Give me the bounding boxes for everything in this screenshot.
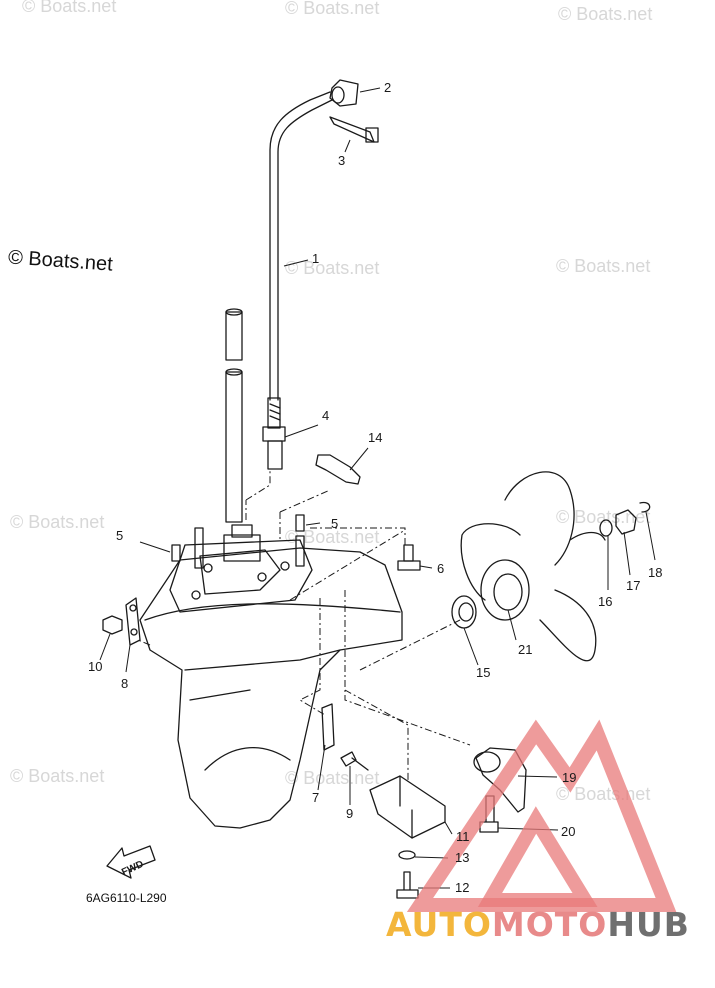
watermark: © Boats.net xyxy=(556,507,651,527)
bolt-12 xyxy=(396,871,419,899)
nut-10 xyxy=(102,615,123,635)
brand-logo: AUTOMOTOHUB xyxy=(386,905,690,944)
callout-5[interactable]: 5 xyxy=(116,528,123,543)
drive-shaft xyxy=(225,311,243,523)
anode xyxy=(369,775,446,839)
callout-15[interactable]: 15 xyxy=(476,665,490,680)
water-pump-base xyxy=(169,539,313,613)
watermark: © Boats.net xyxy=(22,0,117,16)
callout-11[interactable]: 11 xyxy=(456,829,470,844)
watermark: © Boats.net xyxy=(285,258,380,278)
callout-13[interactable]: 13 xyxy=(455,850,469,865)
callout-6[interactable]: 6 xyxy=(437,561,444,576)
callout-16[interactable]: 16 xyxy=(598,594,612,609)
bracket-8 xyxy=(125,597,141,646)
watermark: © Boats.net xyxy=(558,4,653,24)
brand-part3: HUB xyxy=(607,905,690,944)
callout-10[interactable]: 10 xyxy=(88,659,102,674)
bracket xyxy=(315,454,361,485)
fwd-arrow-shape xyxy=(106,845,156,879)
grommet xyxy=(329,79,359,107)
brand-part1: AUTO xyxy=(386,905,492,944)
callout-12[interactable]: 12 xyxy=(455,880,469,895)
propeller xyxy=(460,471,606,662)
watermark: © Boats.net xyxy=(285,0,380,18)
callout-14[interactable]: 14 xyxy=(368,430,382,445)
callout-5[interactable]: 5 xyxy=(331,516,338,531)
callout-3[interactable]: 3 xyxy=(338,153,345,168)
callout-1[interactable]: 1 xyxy=(312,251,319,266)
prop-nut xyxy=(615,509,637,535)
callout-19[interactable]: 19 xyxy=(562,770,576,785)
callout-7[interactable]: 7 xyxy=(312,790,319,805)
callout-18[interactable]: 18 xyxy=(648,565,662,580)
fwd-label: FWD xyxy=(120,859,145,879)
callout-2[interactable]: 2 xyxy=(384,80,391,95)
brand-part2: MOTO xyxy=(491,905,608,944)
watermark: © Boats.net xyxy=(285,527,380,547)
callout-4[interactable]: 4 xyxy=(322,408,329,423)
callout-8[interactable]: 8 xyxy=(121,676,128,691)
watermark: © Boats.net xyxy=(10,512,105,532)
brand-logo-triangle xyxy=(406,719,677,912)
diagram-code: 6AG6110-L290 xyxy=(86,891,167,905)
watermark: © Boats.net xyxy=(556,256,651,276)
clip xyxy=(329,116,375,143)
callout-9[interactable]: 9 xyxy=(346,806,353,821)
shift-rod xyxy=(269,91,331,401)
watermark: © Boats.net xyxy=(285,768,380,788)
trim-tab xyxy=(475,747,527,813)
watermark: © Boats.net xyxy=(10,766,105,786)
callout-21[interactable]: 21 xyxy=(518,642,532,657)
lower-casing xyxy=(139,547,403,829)
callout-17[interactable]: 17 xyxy=(626,578,640,593)
callout-20[interactable]: 20 xyxy=(561,824,575,839)
